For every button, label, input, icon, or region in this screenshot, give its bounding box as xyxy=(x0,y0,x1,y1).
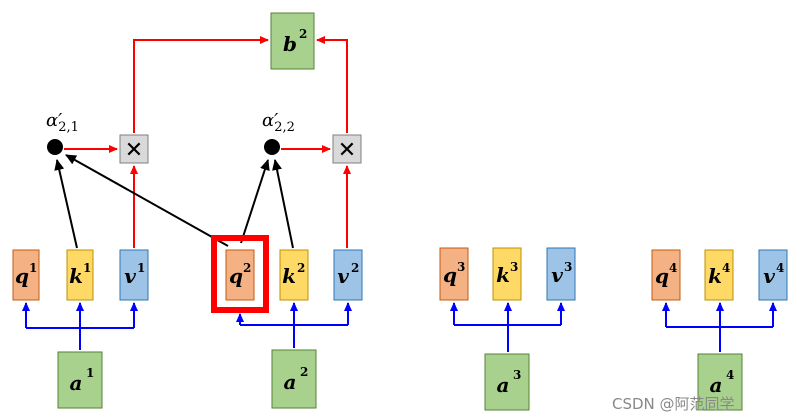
q4-label: q xyxy=(655,264,669,288)
k4-box xyxy=(704,249,734,301)
a2-sup: 2 xyxy=(300,365,308,379)
a1-label: a xyxy=(70,371,83,395)
watermark-text: CSDN @阿范同学 xyxy=(612,395,735,413)
q3-sup: 3 xyxy=(457,260,465,274)
weight-alpha-2-1-label: α′2,1 xyxy=(46,110,79,135)
a3-box xyxy=(484,353,530,411)
multiply-box-2 xyxy=(332,134,362,164)
multiply-icon-1: ✕ xyxy=(125,138,143,163)
q1-box xyxy=(12,249,40,301)
k1-sup: 1 xyxy=(83,261,91,275)
k4-label: k xyxy=(708,264,722,288)
black-arrow-q2-to-alpha22 xyxy=(240,159,270,244)
q2-label: q xyxy=(229,264,243,288)
red-arrow-mult2-to-b2 xyxy=(316,36,348,133)
a4-label: a xyxy=(710,373,723,397)
v3-label: v xyxy=(551,263,563,287)
v3-sup: 3 xyxy=(564,260,572,274)
q4-box xyxy=(651,249,681,301)
v2-label: v xyxy=(337,264,349,288)
group-1: q 1 k 1 v 1 a 1 xyxy=(12,249,149,409)
group-4: q 4 k 4 v 4 a 4 xyxy=(651,249,788,411)
k1-label: k xyxy=(69,264,83,288)
a2-box xyxy=(271,349,317,409)
k3-label: k xyxy=(496,263,510,287)
k4-sup: 4 xyxy=(722,261,730,275)
q2-highlight-frame xyxy=(211,235,269,313)
weight-alpha-2-2-node xyxy=(264,139,280,155)
multiply-box-1 xyxy=(119,134,149,164)
q2-sup: 2 xyxy=(243,261,251,275)
a4-sup: 4 xyxy=(726,368,734,382)
k3-sup: 3 xyxy=(510,260,518,274)
k1-box xyxy=(66,249,94,301)
k2-box xyxy=(279,249,309,301)
v2-box xyxy=(333,249,363,301)
black-arrow-k2-to-alpha22 xyxy=(272,159,294,249)
v4-sup: 4 xyxy=(776,261,784,275)
q3-box xyxy=(439,247,469,301)
a1-box xyxy=(57,351,103,409)
k3-box xyxy=(492,247,522,301)
output-b2-label: b xyxy=(283,32,297,56)
weight-alpha-2-1-node xyxy=(47,139,63,155)
group-3: q 3 k 3 v 3 a 3 xyxy=(439,247,576,411)
a4-box xyxy=(697,353,743,411)
weight-alpha-2-2-label: α′2,2 xyxy=(262,110,295,135)
v1-label: v xyxy=(124,264,136,288)
q4-sup: 4 xyxy=(669,261,677,275)
black-arrow-k1-to-alpha21 xyxy=(54,159,78,249)
v2-sup: 2 xyxy=(351,261,359,275)
v4-label: v xyxy=(763,264,775,288)
multiply-icon-2: ✕ xyxy=(338,138,356,163)
a1-sup: 1 xyxy=(86,366,94,380)
v4-box xyxy=(758,249,788,301)
k2-label: k xyxy=(282,264,296,288)
k2-sup: 2 xyxy=(297,261,305,275)
q3-label: q xyxy=(443,263,457,287)
output-b2-box xyxy=(270,12,315,70)
black-arrow-q2-to-alpha21 xyxy=(65,154,229,247)
a3-label: a xyxy=(497,373,510,397)
group-2: q 2 k 2 v 2 a 2 xyxy=(211,235,363,409)
a2-label: a xyxy=(284,370,297,394)
v3-box xyxy=(546,247,576,301)
q1-label: q xyxy=(15,264,29,288)
v1-box xyxy=(119,249,149,301)
output-b2-sup: 2 xyxy=(299,27,307,41)
red-arrow-mult1-to-b2 xyxy=(133,36,269,133)
a3-sup: 3 xyxy=(513,368,521,382)
q1-sup: 1 xyxy=(29,261,37,275)
q2-box xyxy=(225,249,255,301)
v1-sup: 1 xyxy=(137,261,145,275)
